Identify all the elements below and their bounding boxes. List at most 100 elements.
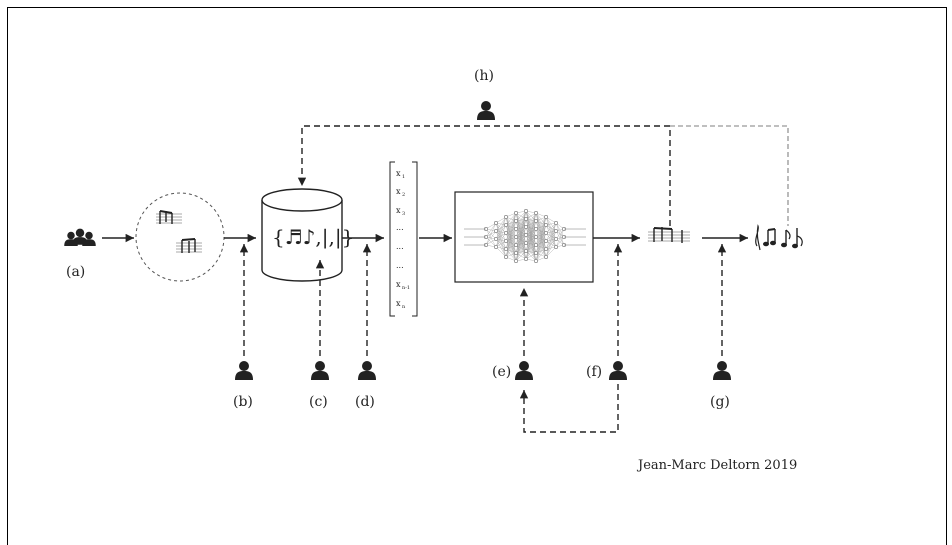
nn-edge (535, 216, 547, 246)
nn-node (523, 208, 529, 214)
nn-node (543, 254, 549, 260)
music-score-icon (648, 227, 690, 243)
label-c: (c) (309, 394, 328, 410)
nn-edge (515, 242, 527, 262)
vector-sub: n-1 (402, 285, 410, 291)
vector-sub: 2 (402, 192, 405, 198)
nn-node (533, 234, 539, 240)
nn-edge (535, 216, 547, 230)
nn-edge (505, 212, 517, 242)
nn-edge (495, 216, 507, 232)
nn-edge (515, 234, 527, 262)
nn-node (533, 258, 539, 264)
nn-edge (515, 210, 527, 246)
feedback-loop-h-thin (670, 125, 789, 226)
nn-edge (525, 236, 537, 260)
vector-item: x (396, 280, 401, 289)
nn-node (493, 228, 499, 234)
nn-node (533, 210, 539, 216)
nn-node (503, 238, 509, 244)
nn-edge (545, 222, 557, 258)
label-h: (h) (474, 68, 494, 84)
nn-node (493, 244, 499, 250)
nn-edge (535, 248, 547, 262)
vector-item: x (396, 206, 401, 215)
nn-edge (545, 222, 557, 242)
diagram-frame (7, 7, 947, 545)
nn-node (503, 222, 509, 228)
vector-entries: x 1 x 2 x 3 ... ... ... x n-1 x n (396, 169, 410, 310)
nn-node (543, 214, 549, 220)
nn-edge (515, 226, 527, 262)
nn-node (523, 224, 529, 230)
nn-edge (545, 222, 557, 234)
database-content: {♬♪,|,|} (272, 225, 354, 250)
feedback-loop-h (297, 125, 671, 226)
nn-edge (545, 246, 557, 258)
nn-edge (505, 244, 517, 258)
nn-edge (545, 222, 557, 250)
person-icon (713, 361, 731, 380)
nn-node (513, 234, 519, 240)
person-icon (358, 361, 376, 380)
nn-node (553, 244, 559, 250)
nn-edge (545, 238, 557, 258)
nn-node (523, 240, 529, 246)
nn-edge (515, 210, 527, 230)
nn-node (533, 226, 539, 232)
nn-edge (485, 222, 497, 246)
nn-edge (505, 220, 517, 258)
nn-node (523, 256, 529, 262)
nn-node (513, 250, 519, 256)
nn-edge (545, 230, 557, 258)
nn-node (523, 232, 529, 238)
music-score-icon (156, 210, 182, 224)
neural-network-icon (464, 208, 586, 264)
vector-sub: 1 (402, 174, 405, 180)
nn-node (503, 246, 509, 252)
nn-node (543, 230, 549, 236)
vector-item: x (396, 169, 401, 178)
nn-edge (525, 212, 537, 244)
nn-node (513, 218, 519, 224)
music-notes-icon (755, 224, 803, 251)
nn-node (503, 254, 509, 260)
vector-item: x (396, 187, 401, 196)
vector-item: ... (396, 261, 404, 270)
nn-edge (485, 230, 497, 246)
nn-node (523, 248, 529, 254)
nn-node (533, 250, 539, 256)
nn-edge (505, 212, 517, 234)
nn-edge (535, 240, 547, 262)
nn-edge (495, 216, 507, 248)
label-a: (a) (66, 264, 85, 280)
nn-edge (555, 236, 565, 248)
nn-edge (525, 244, 537, 260)
nn-node (513, 242, 519, 248)
music-score-icon (176, 238, 202, 253)
nn-edge (515, 250, 527, 262)
user-group-icon (64, 228, 96, 246)
nn-edge (505, 236, 517, 258)
person-icon (311, 361, 329, 380)
feedback-loop-ef (519, 384, 619, 433)
nn-edge (555, 228, 565, 248)
feature-vector (389, 161, 418, 317)
label-e: (e) (492, 364, 511, 380)
nn-node (533, 242, 539, 248)
nn-edge (535, 224, 547, 262)
nn-edge (525, 220, 537, 260)
nn-edge (505, 228, 517, 258)
label-f: (f) (586, 364, 602, 380)
nn-edge (495, 216, 507, 240)
nn-node (503, 230, 509, 236)
vector-sub: n (402, 304, 406, 310)
nn-node (553, 236, 559, 242)
nn-node (533, 218, 539, 224)
credit-text: Jean-Marc Deltorn 2019 (636, 458, 797, 473)
nn-node (553, 220, 559, 226)
vector-sub: 3 (402, 211, 405, 217)
nn-node (543, 238, 549, 244)
nn-node (543, 246, 549, 252)
